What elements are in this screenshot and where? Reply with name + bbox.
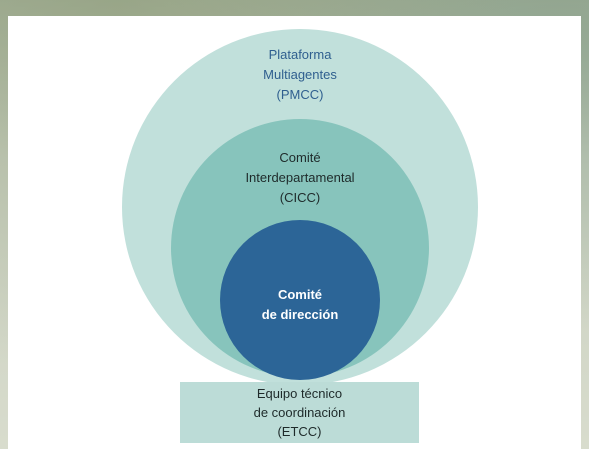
etcc-label: Equipo técnico de coordinación (ETCC) [253, 386, 346, 439]
etcc-box [180, 382, 419, 443]
comite-direccion-label: Comité de dirección [261, 287, 339, 322]
inner-circle-direccion [220, 220, 380, 380]
pmcc-label: Plataforma Multiagentes (PMCC) [263, 47, 337, 102]
cicc-label: Comité Interdepartamental (CICC) [245, 150, 355, 205]
